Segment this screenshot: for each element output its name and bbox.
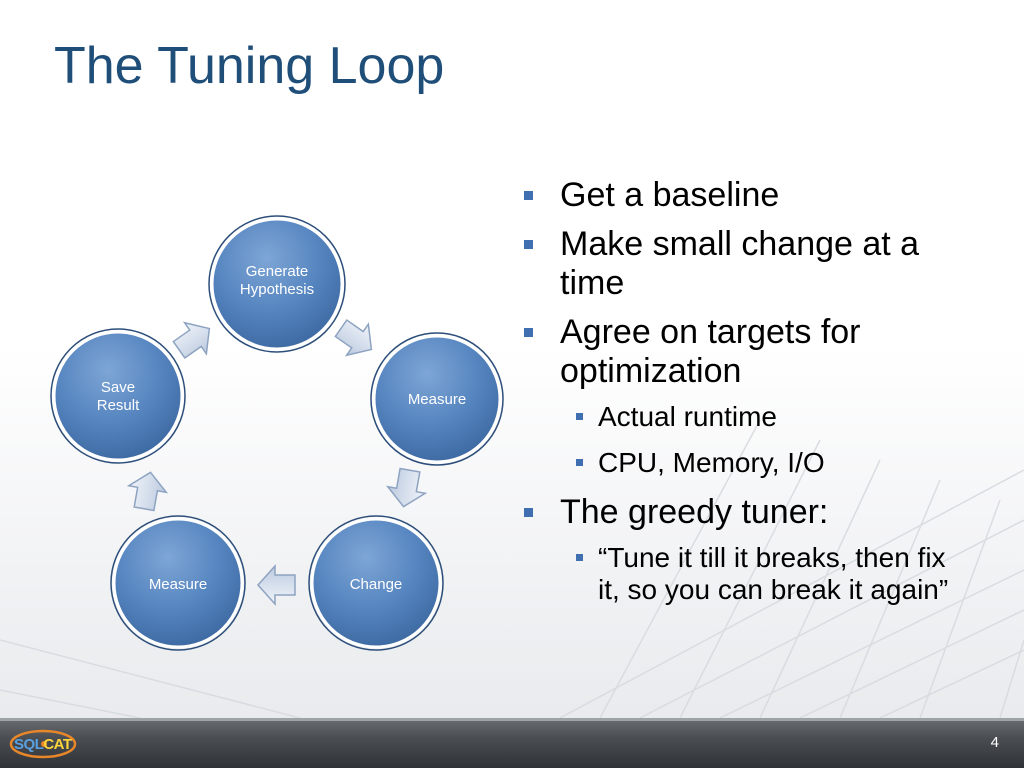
bullet-item: Make small change at a time bbox=[524, 225, 974, 303]
sqlcat-logo: SQLCAT bbox=[8, 724, 78, 764]
square-bullet-icon bbox=[524, 240, 533, 249]
node-generate-hypothesis: Generate Hypothesis bbox=[208, 215, 346, 353]
bullet-text: CPU, Memory, I/O bbox=[598, 447, 825, 478]
slide-title: The Tuning Loop bbox=[54, 37, 445, 95]
node-label: Change bbox=[350, 576, 403, 593]
bullet-item: The greedy tuner: bbox=[524, 493, 974, 532]
footer-divider bbox=[0, 718, 1024, 721]
logo-wordmark: SQLCAT bbox=[14, 736, 72, 753]
sub-bullet-item: “Tune it till it breaks, then fix it, so… bbox=[524, 542, 974, 606]
square-bullet-icon bbox=[524, 508, 533, 517]
node-label: Save bbox=[101, 379, 135, 396]
bullet-text: “Tune it till it breaks, then fix it, so… bbox=[598, 542, 949, 605]
node-change: Change bbox=[308, 515, 444, 651]
sub-bullet-item: CPU, Memory, I/O bbox=[524, 447, 974, 479]
node-label: Generate bbox=[246, 263, 309, 280]
square-bullet-icon bbox=[576, 413, 583, 420]
square-bullet-icon bbox=[524, 191, 533, 200]
bullet-item: Agree on targets for optimization bbox=[524, 313, 974, 391]
bullet-text: Agree on targets for optimization bbox=[560, 313, 861, 390]
square-bullet-icon bbox=[576, 554, 583, 561]
arrow-change-to-measure bbox=[256, 564, 296, 606]
square-bullet-icon bbox=[524, 328, 533, 337]
arrow-measure-to-change bbox=[385, 467, 428, 508]
bullet-text: Make small change at a time bbox=[560, 225, 920, 302]
logo-emblem-icon bbox=[9, 729, 77, 759]
node-measure-left: Measure bbox=[110, 515, 246, 651]
node-label: Measure bbox=[408, 391, 466, 408]
node-measure-right: Measure bbox=[370, 332, 504, 466]
page-number: 4 bbox=[990, 734, 999, 751]
arrow-measure-to-save bbox=[126, 471, 169, 512]
bullet-list: Get a baseline Make small change at a ti… bbox=[524, 176, 974, 620]
bullet-text: The greedy tuner: bbox=[560, 493, 829, 531]
arrow-save-to-generate bbox=[172, 321, 211, 359]
sub-bullet-item: Actual runtime bbox=[524, 401, 974, 433]
square-bullet-icon bbox=[576, 459, 583, 466]
node-label: Hypothesis bbox=[240, 281, 314, 298]
footer-bar: SQLCAT 4 bbox=[0, 718, 1024, 768]
node-label: Result bbox=[97, 397, 140, 414]
arrow-generate-to-measure bbox=[334, 319, 373, 357]
bullet-text: Get a baseline bbox=[560, 176, 780, 214]
node-save-result: Save Result bbox=[50, 328, 186, 464]
bullet-text: Actual runtime bbox=[598, 401, 777, 432]
bullet-item: Get a baseline bbox=[524, 176, 974, 215]
node-label: Measure bbox=[149, 576, 207, 593]
